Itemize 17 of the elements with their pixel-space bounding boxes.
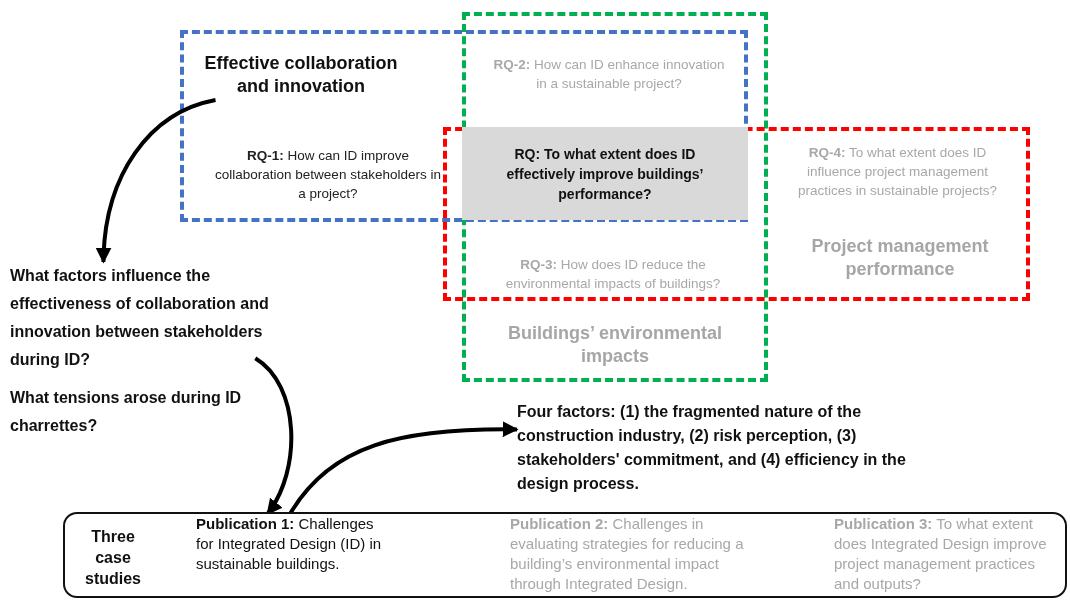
central-question-box: RQ: To what extent does ID effectively improve buildings’ performance? [462, 127, 748, 220]
question-text: What factors influence the effectiveness of collaboration and innovation between stakeholders during ID? [10, 266, 270, 370]
curved-arrow [96, 98, 216, 264]
region-heading: Buildings’ environmental impacts [485, 322, 745, 372]
question-text: What tensions arose during ID charrettes? [10, 388, 243, 436]
research-question: RQ-2: How can ID enhance innovation in a sustainable project? [490, 55, 728, 115]
research-question: RQ-1: How can ID improve collaboration between stakeholders in a project? [212, 146, 444, 206]
rounded-frame [63, 512, 1067, 598]
research-question: RQ-3: How does ID reduce the environmental impacts of buildings? [482, 255, 744, 297]
frame-label: Three case studies [84, 527, 142, 589]
region-heading: Effective collaboration and innovation [198, 52, 404, 100]
publication-text: Publication 1: Challenges for Integrated Design (ID) in sustainable buildings. [196, 514, 384, 596]
research-question: RQ-4: To what extent does ID influence project management practices in sustainable projects? [780, 143, 1015, 203]
findings-text: Four factors: (1) the fragmented nature of the construction industry, (2) risk perception, (3) stakeholders' commitment, and (4) efficiency in the design process. [517, 400, 947, 498]
region-heading: Project management performance [775, 235, 1025, 285]
publication-text: Publication 3: To what extent does Integrated Design improve project management practices and outputs? [834, 514, 1064, 596]
publication-text: Publication 2: Challenges in evaluating strategies for reducing a building’s environmental impact through Integrated Design. [510, 514, 772, 596]
